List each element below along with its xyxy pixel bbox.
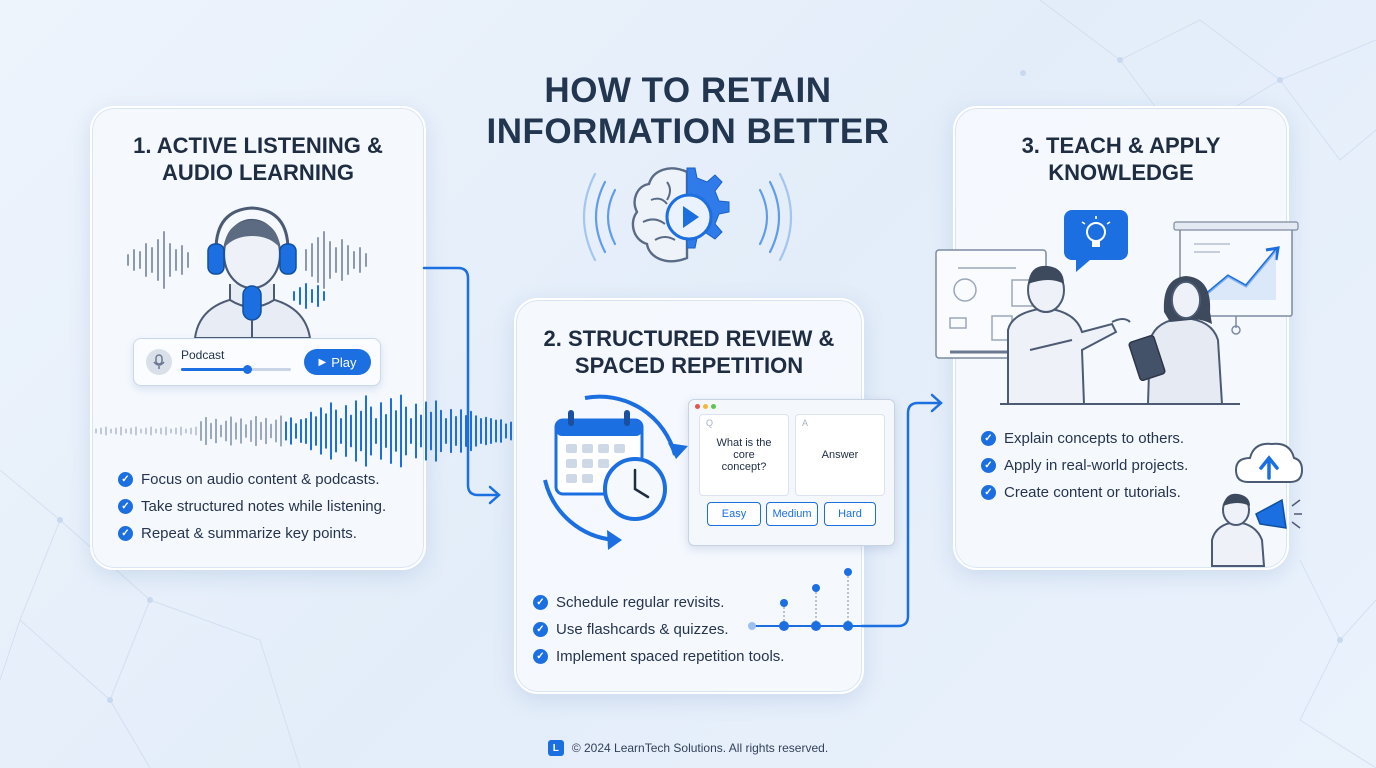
card-corner-label: Q bbox=[706, 418, 714, 428]
podcast-label: Podcast bbox=[181, 348, 225, 362]
play-button-label: Play bbox=[331, 354, 357, 370]
check-icon: ✓ bbox=[533, 649, 548, 664]
easy-button[interactable]: Easy bbox=[707, 502, 761, 526]
flashcard-answer[interactable]: A Answer bbox=[795, 414, 885, 496]
card-2-title-line-1: 2. STRUCTURED REVIEW & bbox=[543, 326, 835, 351]
close-dot-icon bbox=[695, 404, 700, 409]
play-button[interactable]: ▶ Play bbox=[304, 349, 371, 375]
card-3-bullets: ✓ Explain concepts to others. ✓ Apply in r… bbox=[981, 425, 1188, 506]
maximize-dot-icon bbox=[711, 404, 716, 409]
bullet-item: ✓ Repeat & summarize key points. bbox=[118, 520, 386, 547]
podcast-progress-bar[interactable] bbox=[181, 365, 291, 374]
check-icon: ✓ bbox=[981, 485, 996, 500]
card-teach-apply: 3. TEACH & APPLY KNOWLEDGE ✓ Explain conc… bbox=[953, 106, 1289, 570]
card-3-title: 3. TEACH & APPLY KNOWLEDGE bbox=[955, 132, 1287, 186]
podcast-progress-fill bbox=[181, 368, 247, 371]
bullet-item: ✓ Use flashcards & quizzes. bbox=[533, 616, 784, 643]
card-1-title-line-1: 1. ACTIVE LISTENING & bbox=[133, 133, 383, 158]
card-1-title: 1. ACTIVE LISTENING & AUDIO LEARNING bbox=[92, 132, 424, 186]
footer: L © 2024 LearnTech Solutions. All rights… bbox=[0, 740, 1376, 756]
check-icon: ✓ bbox=[533, 595, 548, 610]
card-2-title-line-2: SPACED REPETITION bbox=[574, 353, 804, 378]
bullet-text: Use flashcards & quizzes. bbox=[556, 621, 729, 638]
check-icon: ✓ bbox=[981, 458, 996, 473]
minimize-dot-icon bbox=[703, 404, 708, 409]
card-2-bullets: ✓ Schedule regular revisits. ✓ Use flashca… bbox=[533, 589, 784, 670]
bullet-text: Take structured notes while listening. bbox=[141, 498, 387, 515]
podcast-player: Podcast ▶ Play bbox=[133, 338, 381, 386]
hard-button[interactable]: Hard bbox=[824, 502, 876, 526]
flashcard-window: Q What is the core concept? A Answer Eas… bbox=[688, 399, 895, 546]
bullet-item: ✓ Explain concepts to others. bbox=[981, 425, 1188, 452]
check-icon: ✓ bbox=[118, 472, 133, 487]
title-line-1: HOW TO RETAIN bbox=[544, 71, 832, 110]
play-icon: ▶ bbox=[318, 356, 327, 368]
bullet-text: Implement spaced repetition tools. bbox=[556, 648, 785, 665]
card-3-title-line-1: 3. TEACH & APPLY bbox=[1021, 133, 1221, 158]
card-2-title: 2. STRUCTURED REVIEW & SPACED REPETITION bbox=[516, 325, 862, 379]
bullet-item: ✓ Schedule regular revisits. bbox=[533, 589, 784, 616]
learntech-logo-icon: L bbox=[547, 740, 564, 756]
podcast-progress-knob[interactable] bbox=[243, 365, 252, 374]
card-1-bullets: ✓ Focus on audio content & podcasts. ✓ Tak… bbox=[118, 466, 386, 547]
flashcard-question-text: What is the core concept? bbox=[716, 437, 772, 473]
title-line-2: INFORMATION BETTER bbox=[486, 112, 890, 151]
footer-copyright: © 2024 LearnTech Solutions. All rights r… bbox=[571, 741, 829, 755]
bullet-text: Schedule regular revisits. bbox=[556, 594, 725, 611]
brain-gear-play-icon bbox=[582, 167, 793, 263]
main-title: HOW TO RETAIN INFORMATION BETTER bbox=[438, 70, 938, 152]
check-icon: ✓ bbox=[533, 622, 548, 637]
bullet-text: Explain concepts to others. bbox=[1004, 430, 1185, 447]
check-icon: ✓ bbox=[118, 526, 133, 541]
check-icon: ✓ bbox=[118, 499, 133, 514]
bullet-text: Focus on audio content & podcasts. bbox=[141, 471, 380, 488]
flashcard-question[interactable]: Q What is the core concept? bbox=[699, 414, 789, 496]
bullet-text: Apply in real-world projects. bbox=[1004, 457, 1189, 474]
bullet-item: ✓ Focus on audio content & podcasts. bbox=[118, 466, 386, 493]
flashcard-answer-text: Answer bbox=[821, 449, 859, 461]
podcast-icon bbox=[146, 349, 172, 375]
window-controls bbox=[695, 404, 716, 409]
bullet-item: ✓ Implement spaced repetition tools. bbox=[533, 643, 784, 670]
card-3-title-line-2: KNOWLEDGE bbox=[1048, 160, 1194, 185]
medium-button[interactable]: Medium bbox=[766, 502, 818, 526]
card-1-title-line-2: AUDIO LEARNING bbox=[162, 160, 354, 185]
check-icon: ✓ bbox=[981, 431, 996, 446]
bullet-item: ✓ Create content or tutorials. bbox=[981, 479, 1188, 506]
bullet-item: ✓ Take structured notes while listening. bbox=[118, 493, 386, 520]
bullet-text: Repeat & summarize key points. bbox=[141, 525, 357, 542]
bullet-item: ✓ Apply in real-world projects. bbox=[981, 452, 1188, 479]
bullet-text: Create content or tutorials. bbox=[1004, 484, 1181, 501]
card-corner-label: A bbox=[802, 418, 809, 428]
